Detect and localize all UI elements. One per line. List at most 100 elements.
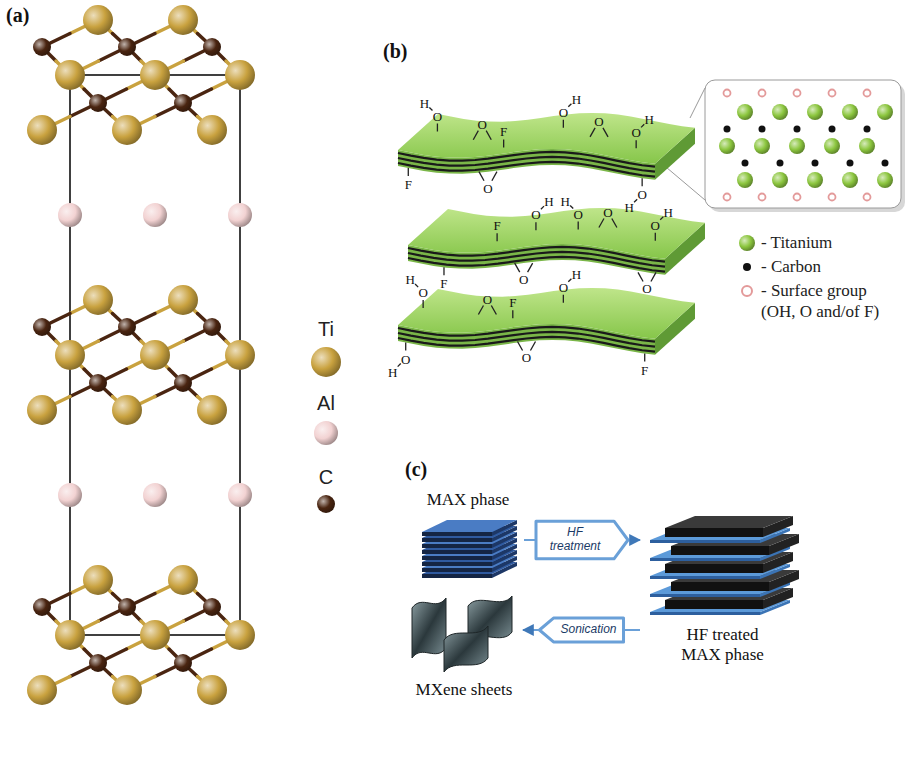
inset-atom <box>789 138 805 154</box>
plate-front <box>671 582 769 591</box>
surface-bond <box>644 354 645 362</box>
hf-treated-stack <box>650 516 799 615</box>
bond-lines <box>42 20 240 690</box>
surface-atom-label: O <box>603 205 612 218</box>
surface-bond <box>660 217 663 220</box>
atom-sphere <box>174 374 192 392</box>
atom-sphere <box>168 5 198 35</box>
inset-atom <box>759 194 766 201</box>
atom-sphere <box>55 620 85 650</box>
surface-bond <box>492 172 497 181</box>
surface-atom-label: O <box>631 126 640 139</box>
legend-swatch <box>312 419 340 447</box>
plate-top <box>422 520 517 532</box>
inset-atom <box>842 172 858 188</box>
inset-atom <box>737 172 753 188</box>
atom-sphere <box>27 115 57 145</box>
surface-bond <box>599 219 604 228</box>
surface-bond <box>578 222 579 230</box>
surface-atom-label: O <box>651 218 660 231</box>
atom-sphere <box>27 675 57 705</box>
surface-bond <box>512 310 513 318</box>
inset-atom <box>794 90 801 97</box>
atom-sphere <box>225 620 255 650</box>
surface-atom-label: O <box>637 188 646 201</box>
surface-atom-label: O <box>478 117 487 130</box>
atom-sphere <box>143 203 167 227</box>
surface-bond <box>541 206 544 209</box>
drawing-part <box>398 113 695 164</box>
inset-atom <box>772 104 788 120</box>
atom-sphere <box>203 598 221 616</box>
surface-atom-label: O <box>483 181 492 194</box>
mxene-flakes <box>412 596 512 672</box>
surface-atom-label: F <box>405 178 412 191</box>
surface-bond <box>634 199 637 202</box>
surface-atom-label: H <box>644 113 653 126</box>
surface-atom-label: F <box>493 219 500 232</box>
process-pictures <box>412 516 799 672</box>
atom-sphere <box>118 598 136 616</box>
inset-atom <box>754 138 770 154</box>
legend-sphere <box>314 421 338 445</box>
legend-entry: C <box>286 466 366 515</box>
surface-atom-label: O <box>594 114 603 127</box>
surface-atom-label: O <box>559 280 568 293</box>
surface-bond <box>515 263 520 272</box>
inset-atom <box>842 104 858 120</box>
inset-atom <box>724 90 731 97</box>
mxene-sheet <box>408 208 705 275</box>
legend-swatch <box>737 281 757 301</box>
surface-bond <box>398 364 401 367</box>
surface-atom-label: H <box>405 273 414 286</box>
inset-atom <box>882 160 889 167</box>
inset-atom <box>742 160 749 167</box>
plate-front <box>665 600 763 609</box>
mxene-flake <box>444 626 488 672</box>
atom-sphere <box>174 94 192 112</box>
inset-atom <box>877 172 893 188</box>
inset-atom <box>759 126 766 133</box>
surface-bond <box>528 263 533 272</box>
surface-bond <box>563 120 564 128</box>
inset-atom <box>719 138 735 154</box>
inset-atom <box>847 160 854 167</box>
inset-atom <box>864 194 871 201</box>
mxene-layers <box>398 88 705 367</box>
atom-sphere <box>89 654 107 672</box>
atom-sphere <box>83 285 113 315</box>
process-label: HF treatment <box>543 526 607 554</box>
surface-bonds <box>398 104 664 367</box>
plate-front <box>650 612 760 615</box>
picture-caption: MAX phase <box>427 490 510 510</box>
atom-sphere <box>197 115 227 145</box>
atom-sphere <box>89 94 107 112</box>
surface-bond <box>530 341 535 350</box>
surface-bond <box>570 205 573 208</box>
surface-atom-label: O <box>642 282 651 295</box>
inset-atom <box>794 126 801 133</box>
inset-atom <box>812 160 819 167</box>
surface-bond <box>568 104 571 107</box>
atom-sphere <box>118 38 136 56</box>
picture-caption: HF treated MAX phase <box>673 625 773 666</box>
surface-bond <box>478 305 483 314</box>
mxene-flake <box>412 598 446 658</box>
inset-atom <box>724 194 731 201</box>
legend-text: - Surface group (OH, O and/of F) <box>761 280 885 323</box>
legend-text: C <box>319 466 333 489</box>
inset-atom <box>829 90 836 97</box>
legend-swatch <box>315 493 337 515</box>
legend-text: - Titanium <box>761 232 832 253</box>
surface-bond <box>408 168 409 176</box>
atom-sphere <box>118 318 136 336</box>
surface-atom-label: H <box>664 205 673 218</box>
atom-sphere <box>112 395 142 425</box>
process-label: Sonication <box>560 623 616 637</box>
inset-atom <box>829 126 836 133</box>
surface-atom-label: O <box>519 273 528 286</box>
drawing-part <box>398 337 655 352</box>
plate-front <box>665 528 763 537</box>
drawing-part <box>398 162 655 177</box>
surface-bond <box>405 343 406 351</box>
